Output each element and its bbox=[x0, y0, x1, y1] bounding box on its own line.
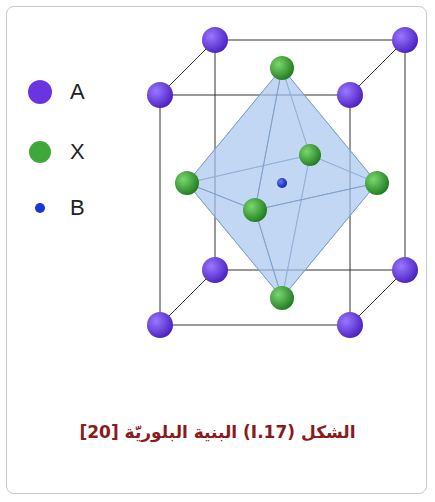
legend-swatch bbox=[35, 203, 45, 213]
legend-text: A bbox=[70, 79, 85, 105]
legend-swatch bbox=[29, 141, 51, 163]
legend-item: A bbox=[28, 79, 85, 105]
legend-swatch bbox=[28, 80, 52, 104]
legend-item: B bbox=[28, 195, 85, 221]
legend-text: B bbox=[70, 195, 85, 221]
legend-text: X bbox=[70, 139, 85, 165]
figure-caption: الشكل (17.I) البنية البلوريّة [20] bbox=[20, 422, 415, 442]
frame-border bbox=[6, 6, 427, 494]
legend-item: X bbox=[28, 139, 85, 165]
